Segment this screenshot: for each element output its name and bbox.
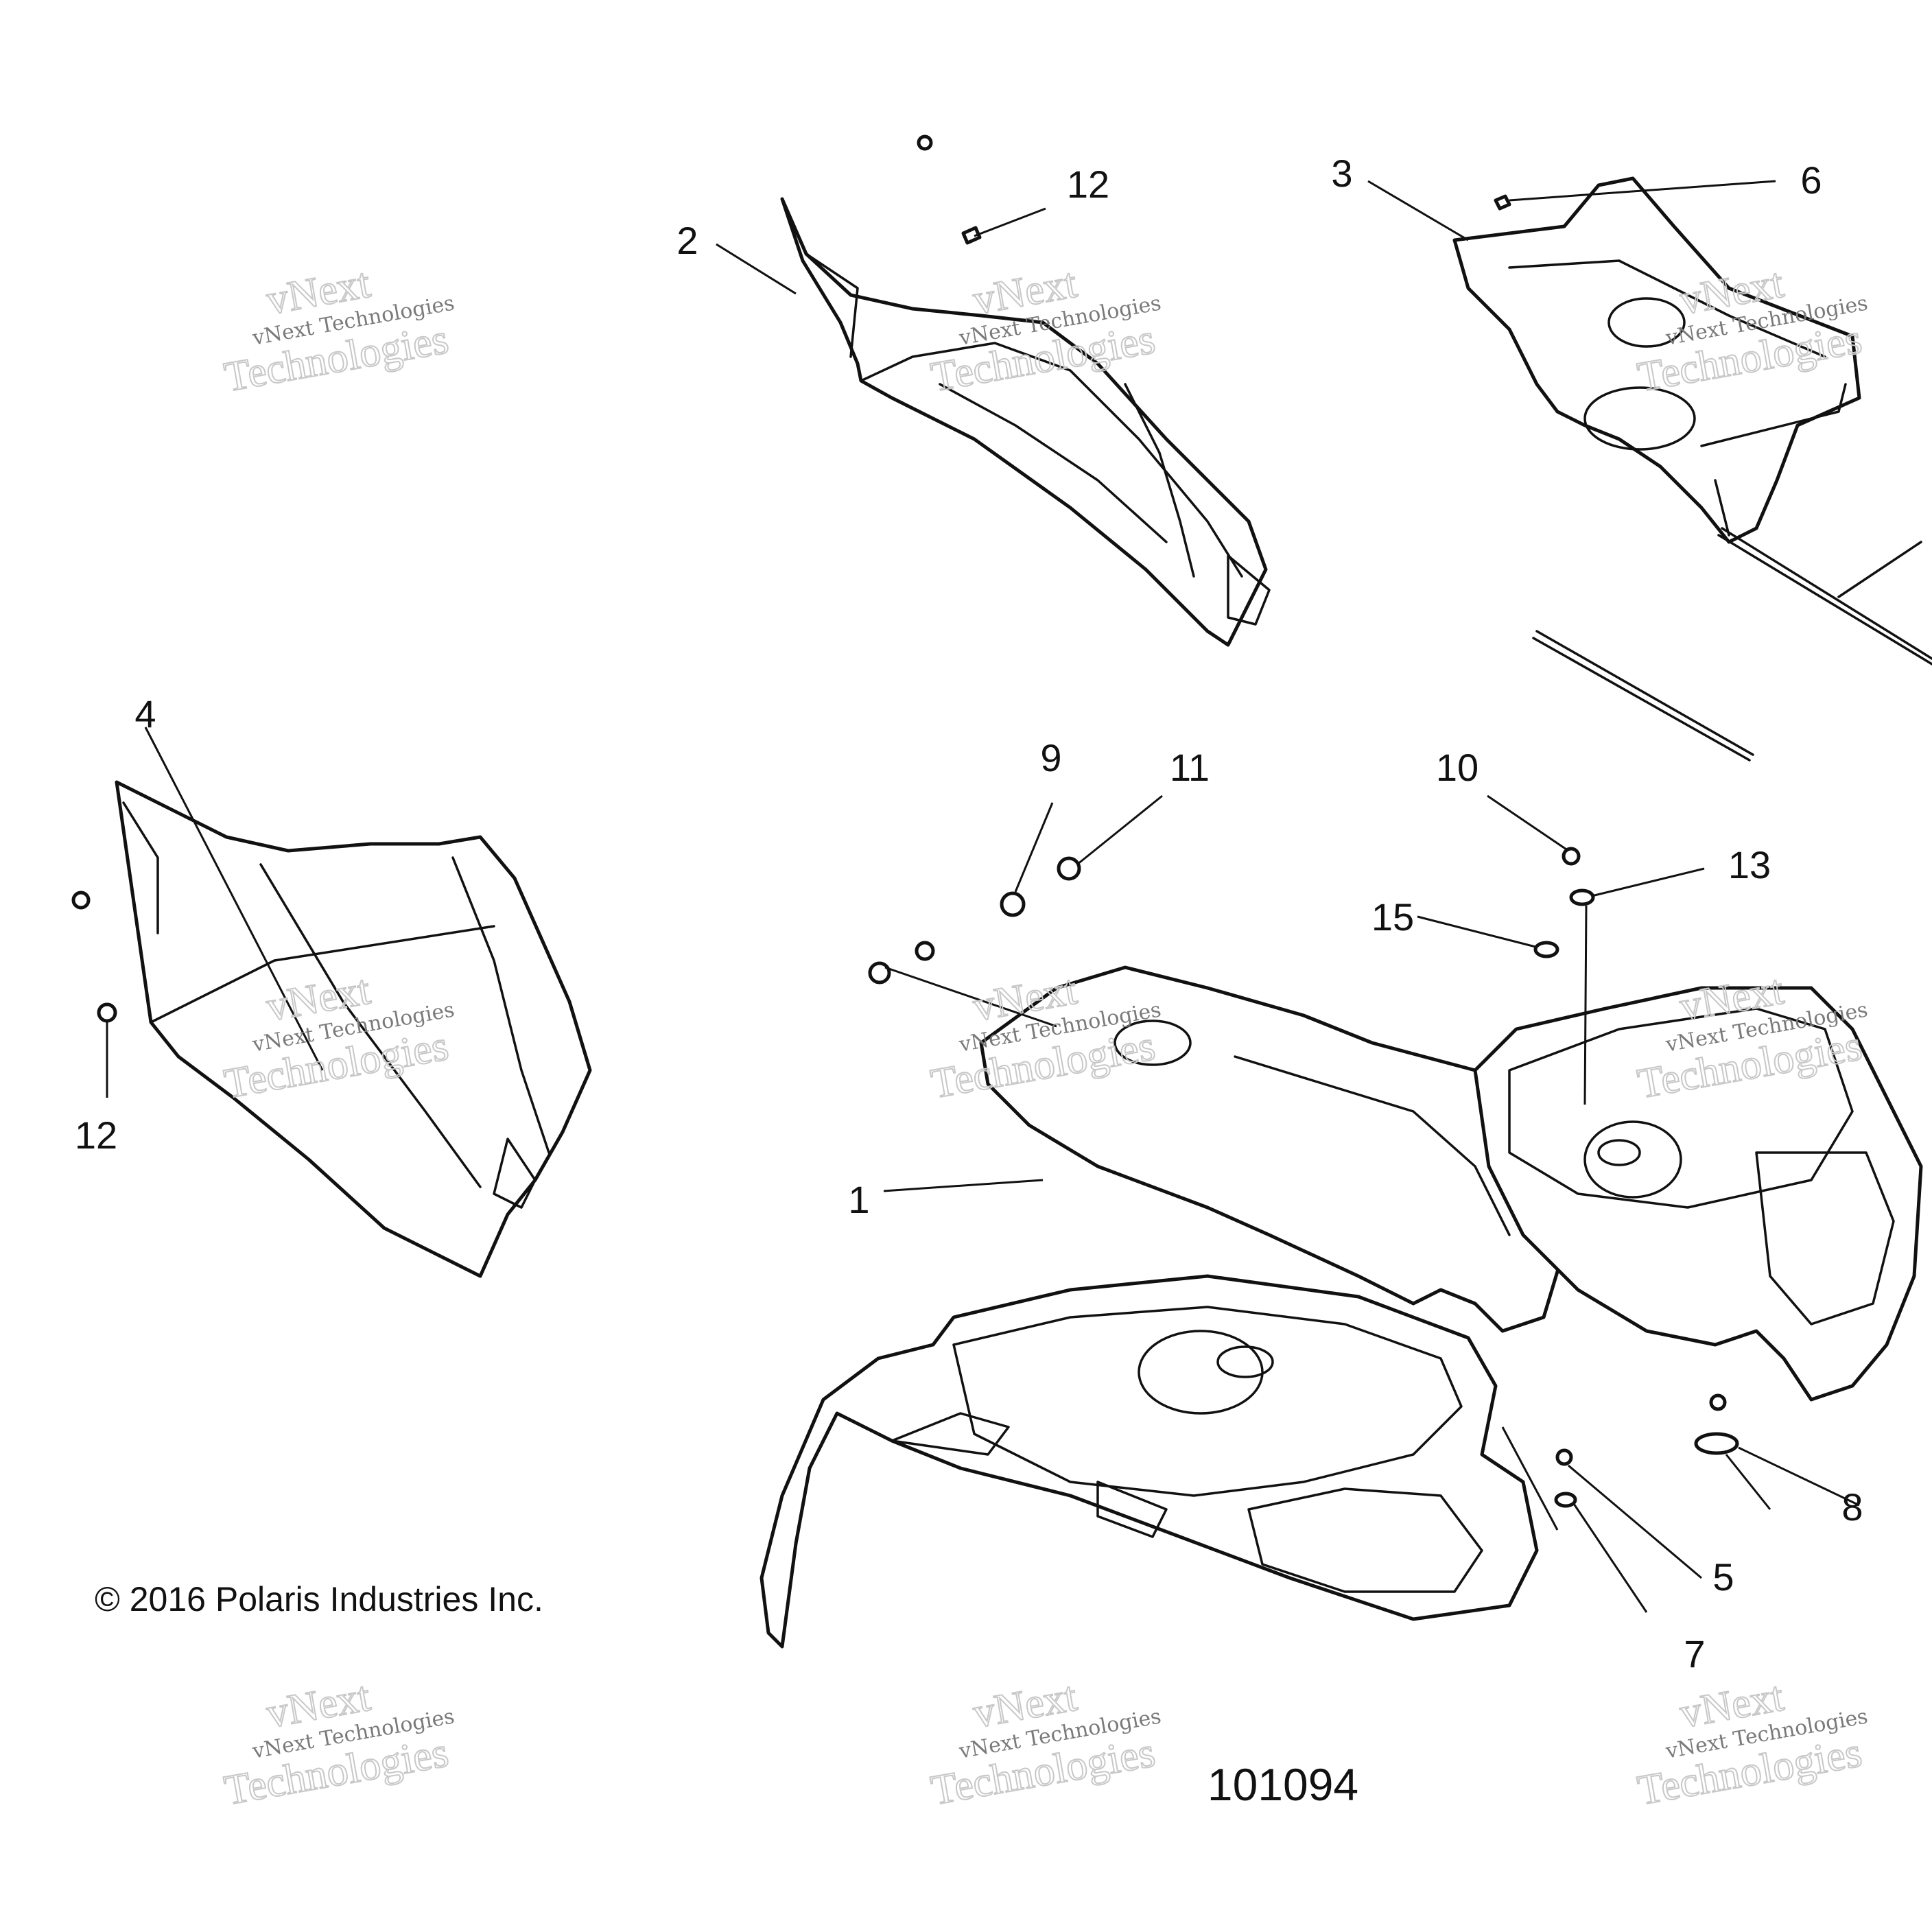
nut-11 (1057, 856, 1081, 881)
screw-10 (1562, 847, 1581, 866)
screw-8 (1709, 1393, 1727, 1411)
callout-9: 9 (1040, 736, 1061, 779)
part-1-right-box (1473, 986, 1923, 1402)
watermark-bottom-right: vNext vNext Technologies Technologies (1634, 1673, 1870, 1815)
callout-7: 7 (1684, 1632, 1705, 1675)
screw-12-left-top (71, 891, 91, 910)
copyright-text: © 2016 Polaris Industries Inc. (95, 1580, 543, 1618)
clip-15 (1533, 941, 1559, 958)
watermark-top-left: vNext vNext Technologies Technologies (220, 259, 456, 402)
callout-5: 5 (1712, 1555, 1734, 1599)
callout-10: 10 (1436, 746, 1479, 789)
part-4-left-panel (115, 780, 592, 1278)
callout-4: 4 (134, 692, 156, 735)
callout-12-left: 12 (75, 1114, 117, 1157)
callout-12-top: 12 (1067, 163, 1109, 206)
fastener-12-left (97, 1002, 117, 1023)
callout-15: 15 (1371, 895, 1414, 939)
grommet-8 (1694, 1432, 1739, 1455)
part-3-rear-panel (1452, 176, 1861, 544)
plug-9 (1000, 891, 1026, 917)
nut-left (868, 961, 891, 985)
fastener-top-1 (917, 134, 933, 151)
part-1-front-fender (759, 965, 1566, 1649)
watermark-bottom-left: vNext vNext Technologies Technologies (220, 1673, 456, 1815)
rods (1532, 527, 1932, 762)
fastener-12-top (961, 226, 982, 245)
screw-5 (1555, 1448, 1573, 1466)
part-2-side-panel (780, 197, 1271, 647)
washer-7 (1554, 1492, 1577, 1508)
diagram-number: 101094 (1208, 1759, 1358, 1810)
callout-1: 1 (848, 1178, 869, 1221)
callout-11: 11 (1170, 746, 1210, 789)
callouts: 1 2 3 4 5 6 7 8 9 10 11 12 12 13 15 (75, 152, 1863, 1675)
callout-8: 8 (1841, 1485, 1863, 1529)
callout-6: 6 (1800, 158, 1822, 202)
leader-lines (106, 180, 1860, 1613)
hardware (71, 134, 1739, 1508)
screw-6 (1494, 194, 1511, 211)
callout-3: 3 (1331, 152, 1352, 195)
callout-2: 2 (676, 219, 698, 262)
watermark-bottom-center: vNext vNext Technologies Technologies (927, 1673, 1163, 1815)
callout-13: 13 (1728, 843, 1771, 886)
screw-left (915, 941, 935, 961)
washer-13 (1569, 888, 1595, 906)
